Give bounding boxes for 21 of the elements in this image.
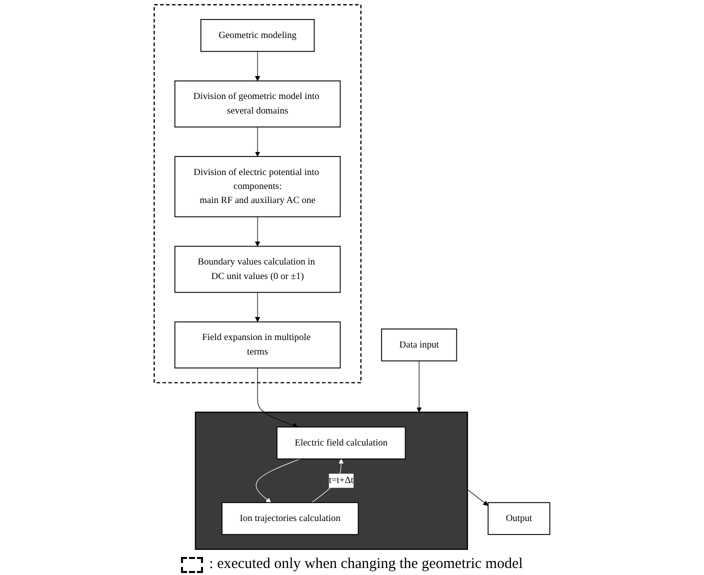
arrow bbox=[257, 368, 298, 428]
arrow bbox=[254, 126, 260, 157]
node-box: Division of geometric model into several domains bbox=[174, 80, 341, 128]
arrow bbox=[467, 489, 488, 506]
node-box: Ion trajectories calculation bbox=[222, 502, 359, 535]
node-box: Geometric modeling bbox=[200, 19, 315, 52]
node-box: Electric field calculation bbox=[276, 426, 406, 460]
node-box: Output bbox=[488, 502, 550, 535]
cluster bbox=[194, 412, 468, 550]
arrow bbox=[254, 292, 260, 322]
edge-label: t=t+Δt bbox=[328, 475, 354, 486]
arrow bbox=[256, 458, 301, 503]
arrow bbox=[254, 216, 260, 247]
node-box: Division of electric potential into components: main RF and auxiliary AC one bbox=[174, 156, 341, 218]
cluster bbox=[154, 4, 362, 384]
node-box: Data input bbox=[381, 328, 458, 362]
arrow bbox=[416, 360, 422, 412]
node-box: Boundary values calculation in DC unit values (0 or ±1) bbox=[174, 246, 341, 293]
node-box: Field expansion in multipole terms bbox=[174, 321, 341, 368]
arrow bbox=[254, 51, 260, 82]
legend-text: : executed only when changing the geometric model bbox=[209, 556, 523, 573]
